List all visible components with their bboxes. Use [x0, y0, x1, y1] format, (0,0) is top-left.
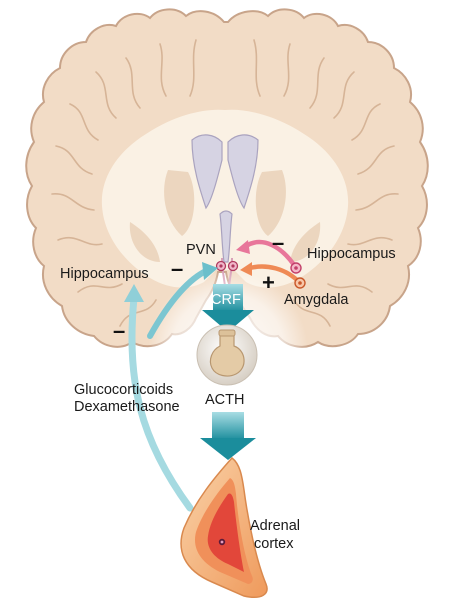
hippocampus-label-left: Hippocampus	[60, 266, 149, 282]
crf-arrow	[202, 284, 254, 332]
pituitary-gland	[196, 324, 258, 386]
ventricles	[191, 134, 259, 263]
excite-sign-amygdala: +	[262, 270, 275, 295]
amygdala-pathway	[240, 262, 306, 289]
dexamethasone-label: Dexamethasone	[74, 399, 180, 415]
gyri-folds	[51, 39, 399, 327]
adrenal-gland	[180, 456, 268, 598]
white-matter	[101, 109, 349, 288]
adrenal-label: Adrenal	[250, 518, 300, 534]
inhibit-sign-feedback: –	[113, 318, 126, 343]
acth-label: ACTH	[205, 392, 245, 408]
hippocampus-label-right: Hippocampus	[307, 246, 396, 262]
glucocorticoids-label: Glucocorticoids	[74, 382, 174, 398]
amygdala-label: Amygdala	[284, 292, 349, 308]
inhibit-sign-hippocampus-right: –	[272, 230, 285, 255]
inhibit-sign-hippocampus-left: –	[171, 256, 184, 281]
feedback-pathway	[124, 262, 218, 512]
crf-label: CRF	[211, 292, 241, 308]
deep-nuclei	[129, 170, 321, 262]
hippocampus-pathway-right	[236, 239, 302, 274]
acth-arrow	[200, 412, 256, 460]
pvn-label: PVN	[186, 242, 216, 258]
cortex-label: cortex	[254, 536, 294, 552]
